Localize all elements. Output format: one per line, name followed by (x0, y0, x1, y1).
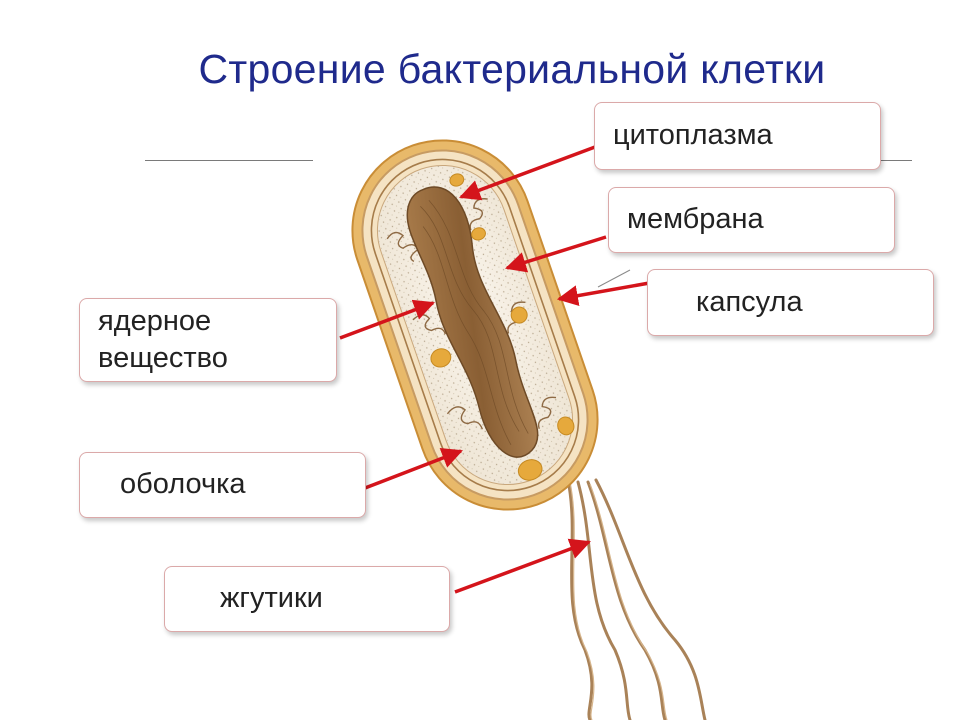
arrow-shell (364, 447, 463, 490)
arrow-capsule (556, 280, 656, 307)
flagellum-2 (576, 480, 632, 720)
label-cytoplasm: цитоплазма (594, 102, 881, 170)
granules (430, 173, 575, 481)
arrow-cytoplasm (459, 145, 596, 201)
flagella (566, 478, 707, 720)
flagellum-4 (594, 478, 707, 720)
arrow-membrane (504, 235, 607, 273)
label-shell: оболочка (79, 452, 366, 518)
label-flagella: жгутики (164, 566, 450, 632)
right-divider (880, 160, 912, 161)
arrow-nuclear (339, 299, 435, 340)
flagellum-1 (566, 478, 594, 720)
left-divider (145, 160, 313, 161)
cell-membrane (370, 158, 580, 492)
flagellum-3 (586, 480, 667, 720)
nucleoid (406, 186, 539, 458)
label-nuclear-substance: ядерное вещество (79, 298, 337, 382)
arrow-flagella (454, 538, 591, 594)
page-title: Строение бактериальной клетки (198, 46, 826, 92)
label-capsule: капсула (647, 269, 934, 336)
label-membrane: мембрана (608, 187, 895, 253)
